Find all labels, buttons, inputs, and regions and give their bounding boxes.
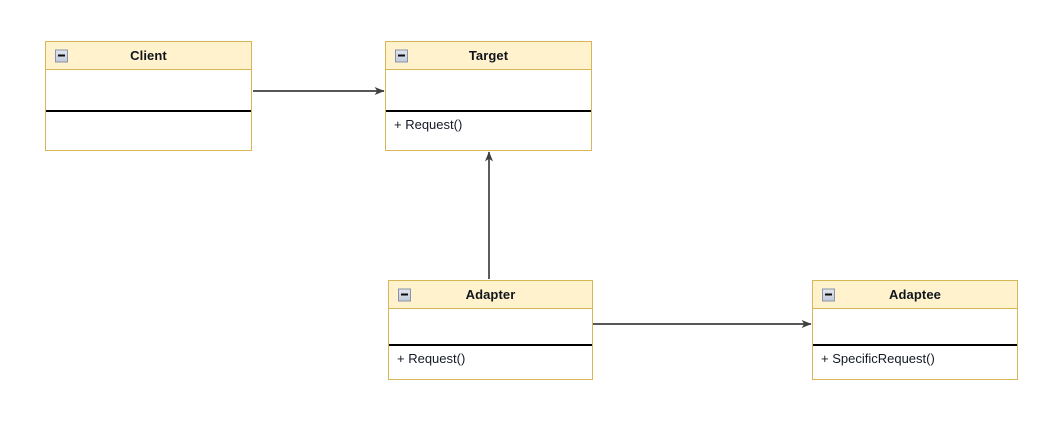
- class-methods-adaptee: + SpecificRequest(): [813, 346, 1017, 378]
- attribute-placeholder: [393, 74, 584, 90]
- class-methods-adapter: + Request(): [389, 346, 592, 378]
- class-box-client[interactable]: Client: [45, 41, 252, 151]
- minus-bar: [401, 293, 408, 296]
- minus-bar: [398, 54, 405, 57]
- method-placeholder: [54, 117, 243, 133]
- class-header-adapter: Adapter: [389, 281, 592, 309]
- class-header-target: Target: [386, 42, 591, 70]
- minus-box-icon[interactable]: [395, 49, 408, 62]
- class-methods-target: + Request(): [386, 112, 591, 149]
- class-name-adaptee: Adaptee: [889, 287, 941, 302]
- attribute-placeholder: [53, 74, 244, 90]
- minus-bar: [58, 54, 65, 57]
- class-name-client: Client: [130, 48, 167, 63]
- class-header-adaptee: Adaptee: [813, 281, 1017, 309]
- class-box-target[interactable]: Target + Request(): [385, 41, 592, 151]
- class-attributes-target: [386, 70, 591, 112]
- method-target-request: + Request(): [394, 117, 463, 132]
- class-attributes-adaptee: [813, 309, 1017, 346]
- attribute-placeholder: [820, 313, 1010, 329]
- class-name-adapter: Adapter: [465, 287, 516, 302]
- minus-bar: [825, 293, 832, 296]
- minus-box-icon[interactable]: [398, 288, 411, 301]
- class-box-adaptee[interactable]: Adaptee + SpecificRequest(): [812, 280, 1018, 380]
- class-name-target: Target: [468, 48, 509, 63]
- method-adaptee-specific-request: + SpecificRequest(): [821, 351, 935, 366]
- method-adapter-request: + Request(): [397, 351, 466, 366]
- attribute-placeholder: [396, 313, 585, 329]
- class-methods-client: [46, 112, 251, 149]
- class-header-client: Client: [46, 42, 251, 70]
- class-box-adapter[interactable]: Adapter + Request(): [388, 280, 593, 380]
- class-attributes-client: [46, 70, 251, 112]
- class-attributes-adapter: [389, 309, 592, 346]
- minus-box-icon[interactable]: [822, 288, 835, 301]
- minus-box-icon[interactable]: [55, 49, 68, 62]
